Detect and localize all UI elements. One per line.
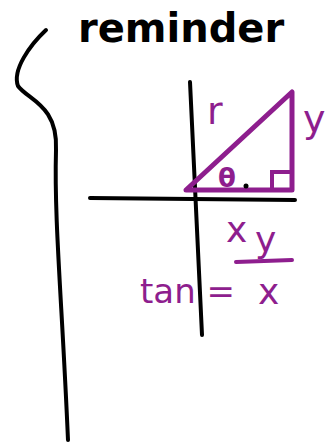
- angle-symbol: θ: [218, 165, 236, 191]
- right-angle-mark: [272, 172, 292, 190]
- right-triangle: [186, 92, 292, 190]
- fraction-bar: [236, 260, 292, 262]
- title-note: reminder: [78, 8, 284, 48]
- hypotenuse-label: r: [207, 92, 223, 130]
- angle-dot: [244, 184, 249, 189]
- numerator: y: [255, 222, 276, 258]
- curly-brace: [17, 30, 68, 440]
- side-label: x: [226, 212, 247, 248]
- side-label: y: [303, 100, 326, 138]
- formula-text: tan =: [140, 274, 235, 308]
- x-axis: [90, 198, 295, 200]
- denominator: x: [258, 274, 279, 310]
